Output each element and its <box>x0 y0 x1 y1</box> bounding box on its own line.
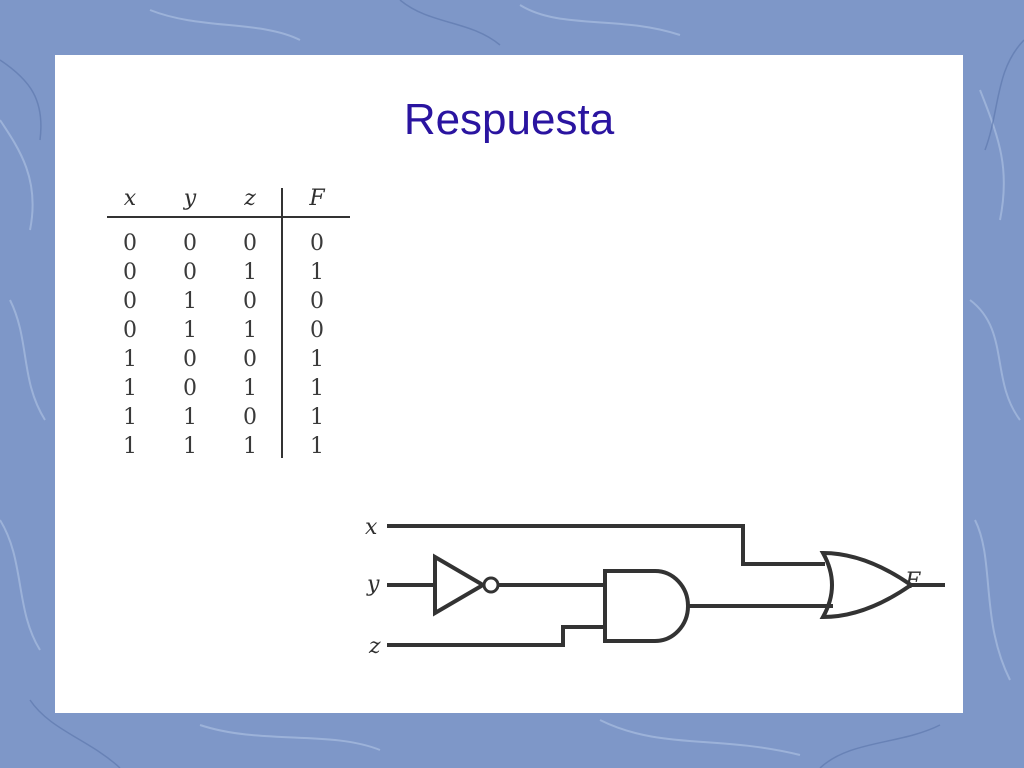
cell: 0 <box>123 260 137 285</box>
cell: 0 <box>310 318 324 343</box>
cell: 0 <box>123 289 137 314</box>
cell: 1 <box>183 405 197 430</box>
not-bubble <box>482 576 500 594</box>
input-label-x: x <box>365 515 378 540</box>
cell: 1 <box>243 318 257 343</box>
cell: 1 <box>310 260 324 285</box>
and-gate <box>603 569 690 643</box>
cell: 1 <box>310 347 324 372</box>
slide-panel: Respuesta x y z F 0 0 0 0 0 0 1 1 0 1 0 … <box>55 55 963 713</box>
truth-table: x y z F 0 0 0 0 0 0 1 1 0 1 0 0 0 1 1 0 … <box>107 186 350 459</box>
cell: 1 <box>123 405 137 430</box>
cell: 1 <box>123 434 137 459</box>
cell: 1 <box>243 260 257 285</box>
cell: 1 <box>183 289 197 314</box>
input-label-y: y <box>366 572 380 597</box>
cell: 1 <box>310 405 324 430</box>
or-gate <box>819 550 915 620</box>
cell: 1 <box>123 376 137 401</box>
cell: 0 <box>183 347 197 372</box>
cell: 0 <box>183 376 197 401</box>
cell: 1 <box>183 318 197 343</box>
cell: 0 <box>243 231 257 256</box>
cell: 0 <box>310 231 324 256</box>
cell: 0 <box>123 318 137 343</box>
cell: 0 <box>183 231 197 256</box>
cell: 0 <box>243 289 257 314</box>
wire-z <box>387 625 605 647</box>
cell: 1 <box>123 347 137 372</box>
not-gate <box>433 553 487 617</box>
cell: 0 <box>183 260 197 285</box>
cell: 1 <box>243 376 257 401</box>
cell: 1 <box>183 434 197 459</box>
cell: 0 <box>243 405 257 430</box>
wire-x <box>387 524 825 566</box>
cell: 0 <box>310 289 324 314</box>
header-f: F <box>308 186 325 211</box>
cell: 1 <box>310 376 324 401</box>
header-x: x <box>124 186 137 211</box>
header-z: z <box>243 186 256 211</box>
cell: 0 <box>243 347 257 372</box>
input-label-z: z <box>368 634 381 659</box>
logic-circuit: x y z F <box>365 515 945 659</box>
slide-title: Respuesta <box>403 95 615 144</box>
cell: 1 <box>243 434 257 459</box>
cell: 1 <box>310 434 324 459</box>
header-y: y <box>183 186 197 211</box>
cell: 0 <box>123 231 137 256</box>
